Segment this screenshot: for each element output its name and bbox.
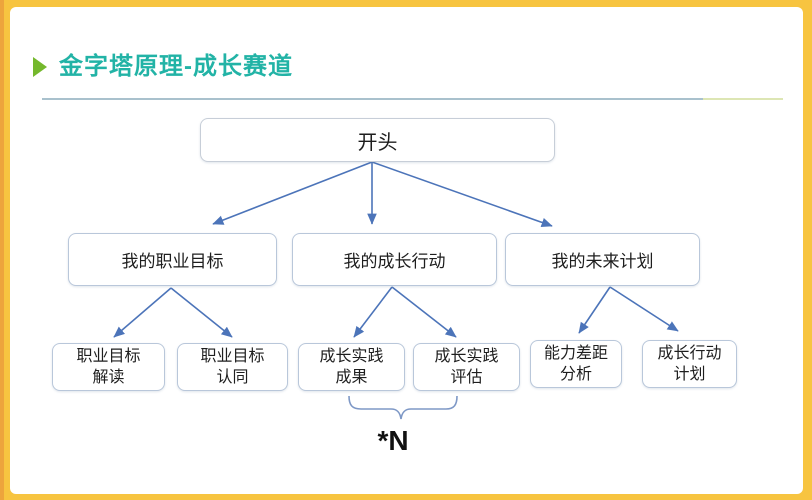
title-bullet-triangle-icon bbox=[33, 57, 47, 77]
node-leaf-goal-identification: 职业目标 认同 bbox=[177, 343, 288, 391]
node-branch-growth-action: 我的成长行动 bbox=[292, 233, 497, 286]
node-root: 开头 bbox=[200, 118, 555, 162]
node-branch-future-plan: 我的未来计划 bbox=[505, 233, 700, 286]
node-leaf-practice-results: 成长实践 成果 bbox=[298, 343, 405, 391]
frame-left-edge bbox=[0, 0, 4, 500]
divider-accent-segment bbox=[703, 98, 783, 100]
node-leaf-gap-analysis: 能力差距 分析 bbox=[530, 340, 622, 388]
slide-title-row: 金字塔原理-成长赛道 bbox=[33, 52, 293, 82]
divider-main-segment bbox=[42, 98, 703, 100]
node-leaf-action-plan: 成长行动 计划 bbox=[642, 340, 737, 388]
slide-title: 金字塔原理-成长赛道 bbox=[59, 53, 293, 80]
node-leaf-practice-evaluation: 成长实践 评估 bbox=[413, 343, 520, 391]
node-leaf-goal-interpretation: 职业目标 解读 bbox=[52, 343, 165, 391]
title-divider bbox=[42, 98, 783, 100]
multiplier-annotation: *N bbox=[377, 425, 409, 456]
node-branch-career-goal: 我的职业目标 bbox=[68, 233, 277, 286]
